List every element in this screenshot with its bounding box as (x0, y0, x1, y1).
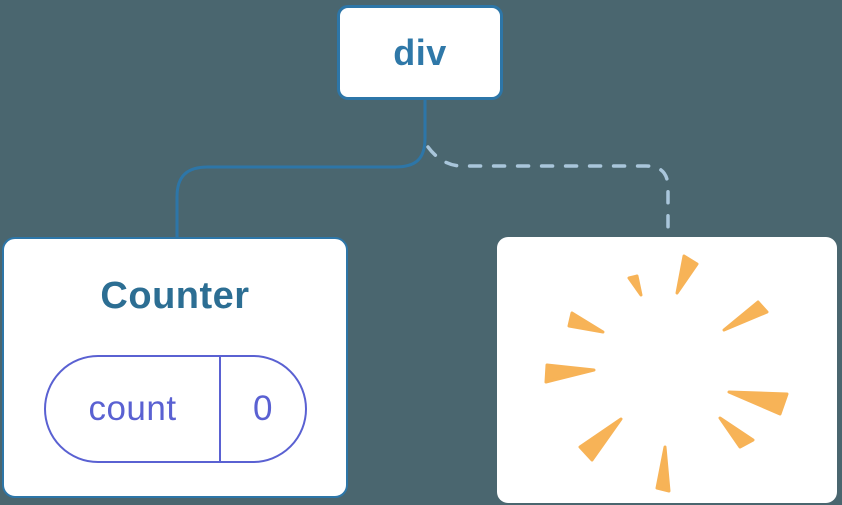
state-pill: count 0 (44, 355, 307, 463)
state-value-label: 0 (253, 389, 273, 428)
removed-node-card (497, 237, 837, 503)
connector-dashed-line (426, 145, 670, 239)
connector-solid-line (175, 100, 427, 237)
root-node-div: div (337, 5, 503, 100)
poof-starburst-icon (544, 254, 789, 493)
state-name-label: count (46, 357, 221, 461)
root-node-label: div (393, 31, 447, 73)
counter-node-card: Counter count 0 (2, 237, 348, 498)
counter-title: Counter (100, 275, 250, 317)
